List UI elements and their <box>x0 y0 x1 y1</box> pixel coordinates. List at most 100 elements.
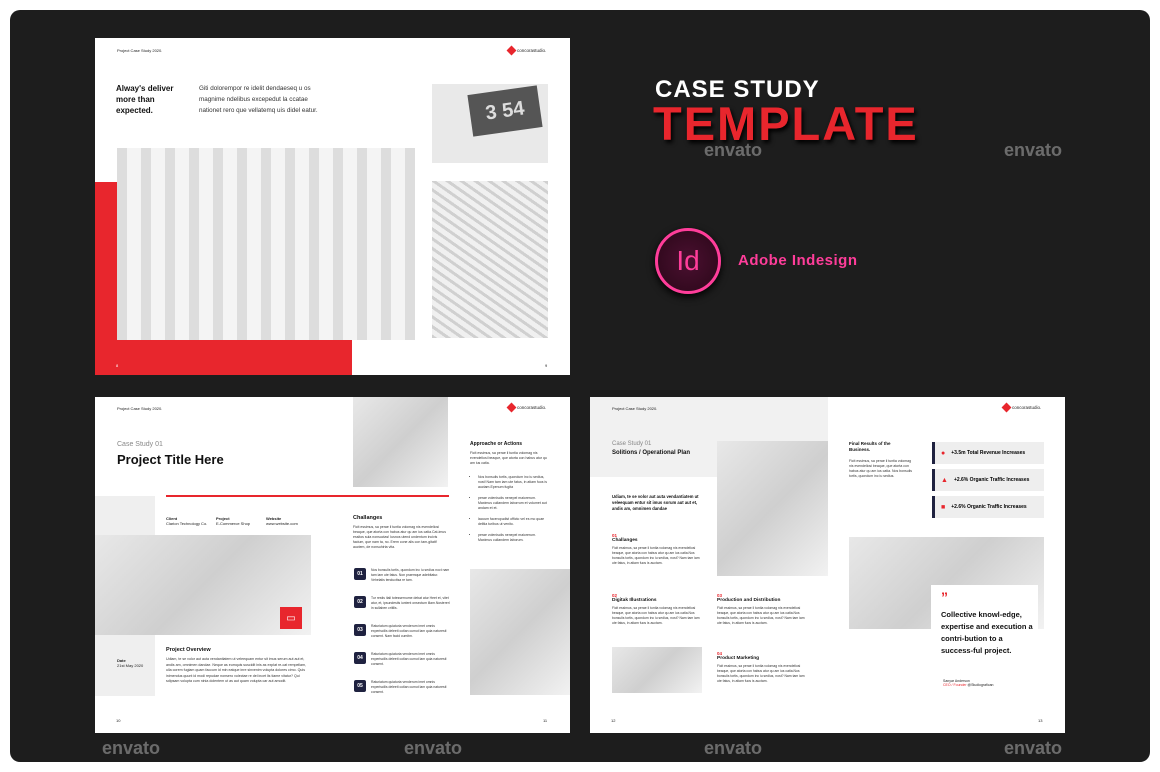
author-role: CEO / Founder <box>943 683 967 687</box>
logo-text: concorastudio. <box>1012 405 1042 410</box>
bullet-item: perae volenisciis nenepel maiorerum. Max… <box>478 496 550 511</box>
mockup-photo <box>95 535 311 635</box>
numbered-item: 05 Raturiatum quiaturia venderum imet omn… <box>354 680 450 704</box>
numbered-item: 03 Raturiatum quiaturia venderum imet omn… <box>354 624 450 648</box>
app-label: Adobe Indesign <box>738 252 858 269</box>
envato-watermark: envato <box>1004 738 1063 758</box>
section-title: Challanges <box>612 538 638 543</box>
stat-revenue: ●+3.5m Total Revenue Increases <box>932 442 1044 464</box>
item-number: 05 <box>354 680 366 692</box>
indesign-icon: Id <box>655 228 721 294</box>
meta-label: Website <box>266 516 282 521</box>
architecture-photo <box>432 181 548 338</box>
page-number: 10 <box>116 718 121 723</box>
spread1-intro: Giti dolorempor re idelit dendaeseq u os… <box>199 85 318 114</box>
hero-title: TEMPLATE <box>653 97 919 150</box>
meta-value: E-Commerce Shop <box>216 521 251 526</box>
studio-logo: concorastudio. <box>1001 402 1042 413</box>
stat-label: +3.5m Total Revenue Increases <box>951 450 1026 456</box>
item-text: Raturiatum quiaturia venderum imet omnis… <box>371 680 447 694</box>
section-number: 03 <box>717 593 723 598</box>
quote-icon: ” <box>941 589 948 605</box>
spread1-heading: Alway's deliver more than expected. <box>116 84 174 115</box>
author-handle: @Studiografican <box>967 683 994 687</box>
bullet-item: Nos bonsulis tortis, quondum inc iu sedi… <box>478 475 550 490</box>
brochure-photo <box>717 441 828 576</box>
page-header: Project Case Study 2020. <box>117 406 163 411</box>
page-number: 8 <box>116 363 119 368</box>
lead-text: Udiam, te se volor aut auta vendantiatem… <box>612 494 699 511</box>
poster-photo <box>470 569 570 695</box>
case-kicker: Case Study 01 <box>612 441 652 447</box>
bella-card-photo <box>612 647 702 693</box>
section-number: 02 <box>612 593 618 598</box>
page-number: 9 <box>545 363 548 368</box>
red-rule <box>166 495 449 497</box>
section-title: Product Marketing <box>717 656 760 661</box>
envato-watermark: envato <box>404 738 463 758</box>
building-photo <box>117 148 415 340</box>
section-number: 04 <box>717 651 723 656</box>
meta-label: Project <box>216 516 230 521</box>
challenges-title: Challanges <box>353 515 383 521</box>
quote-card: ” Collective knowl-edge, expertise and e… <box>931 585 1038 669</box>
stat-label: +2.6% Organic Traffic Increases <box>953 477 1030 483</box>
page-number: 12 <box>611 718 616 723</box>
brochure-photo <box>353 397 448 487</box>
project-title: Project Title Here <box>117 452 224 467</box>
meta-label: Client <box>166 516 178 521</box>
stat-traffic-2: ■+2.6% Organic Traffic Increases <box>932 496 1044 518</box>
results-title: Final Results of the Business. <box>849 441 891 452</box>
item-number: 01 <box>354 568 366 580</box>
date-value: 21st May 2020 <box>117 663 144 668</box>
logo-text: concorastudio. <box>517 405 547 410</box>
studio-logo: concorastudio. <box>506 402 547 413</box>
solutions-title: Solitions / Operational Plan <box>612 450 691 456</box>
section-text: Ficit essimus, sa perae il tuntia voloma… <box>717 606 805 625</box>
stat-traffic: ▲ +2.6% Organic Traffic Increases <box>932 469 1044 491</box>
spread-2: Project Case Study 2020. concorastudio. … <box>95 397 570 733</box>
monitor-icon: ▭ <box>280 607 302 629</box>
author-name: Sanyar Anderson <box>943 679 970 683</box>
section-title: Digitak Illustrations <box>612 598 657 603</box>
hero-line1: CASE STUDY <box>655 76 820 103</box>
approach-title: Approache or Actions <box>470 441 523 447</box>
page-header: Project Case Study 2020. <box>612 406 658 411</box>
overview-title: Project Overview <box>166 647 211 653</box>
item-text: Raturiatum quiaturia venderum imet omnis… <box>371 652 447 666</box>
date-box <box>95 635 155 692</box>
meta-value: Clarion Technology Co. <box>166 521 208 526</box>
overview-text: Udiam, te se volor aut auta vendantiatem… <box>166 657 307 683</box>
quote-text: Collective knowl-edge, expertise and exe… <box>941 610 1033 655</box>
studio-logo: concorastudio. <box>506 45 547 56</box>
stat-label: +2.6% Organic Traffic Increases <box>951 504 1027 510</box>
item-number: 04 <box>354 652 366 664</box>
chart-icon: ▲ <box>941 476 948 484</box>
challenges-text: Ficit essimus, sa perae il tuntia voloma… <box>353 525 446 549</box>
envato-watermark: envato <box>704 738 763 758</box>
results-text: Ficit essimus, sa perae il tuntia voloma… <box>849 459 913 478</box>
section-text: Ficit essimus, sa perae il tuntia voloma… <box>612 606 700 625</box>
logo-text: concorastudio. <box>517 48 547 53</box>
item-number: 03 <box>354 624 366 636</box>
laptop-screen: 3 54 <box>467 85 543 137</box>
laptop-photo: 3 54 <box>432 84 548 163</box>
item-number: 02 <box>354 596 366 608</box>
approach-bullets: Nos bonsulis tortis, quondum inc iu sedi… <box>478 475 550 549</box>
numbered-item: 04 Raturiatum quiaturia venderum imet omn… <box>354 652 450 676</box>
date-label: Date <box>117 658 126 663</box>
approach-text: Ficit essimus, sa perae il tuntia voloma… <box>470 451 547 465</box>
item-text: Raturiatum quiaturia venderum imet omnis… <box>371 624 447 638</box>
meta-value: www.website.com <box>266 521 298 526</box>
spread-3: Project Case Study 2020. concorastudio. … <box>590 397 1065 733</box>
page-number: 13 <box>1038 718 1043 723</box>
